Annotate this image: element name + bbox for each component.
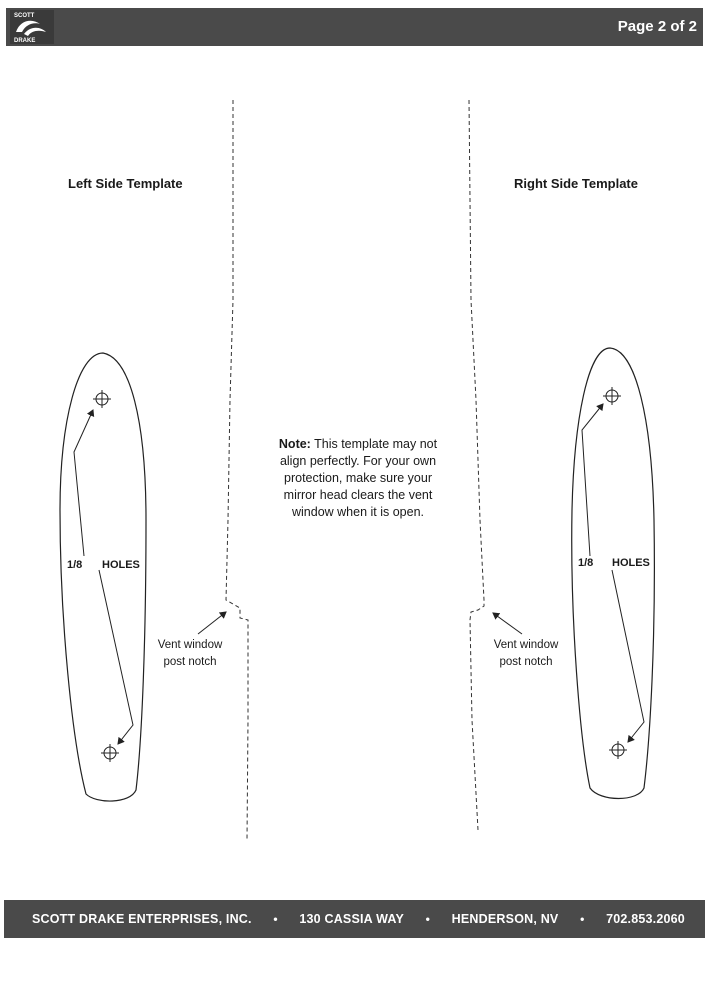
footer-company: SCOTT DRAKE ENTERPRISES, INC. [32, 912, 252, 926]
right-notch-callout: Vent window post notch [486, 637, 566, 671]
left-notch-arrow [197, 611, 227, 635]
left-holes-label: HOLES [102, 559, 140, 571]
right-holes-label: HOLES [612, 557, 650, 569]
left-callout-line2: post notch [163, 656, 217, 668]
alignment-note: Note: This template may not align perfec… [268, 436, 448, 521]
right-callout-line2: post notch [499, 656, 553, 668]
left-cut-line [225, 100, 249, 841]
left-callout-line1: Vent window [157, 639, 223, 651]
left-bottom-hole-icon [101, 744, 119, 762]
footer-separator: • [580, 912, 585, 926]
note-text: This template may not align perfectly. F… [279, 437, 438, 519]
right-bottom-hole-icon [609, 741, 627, 759]
left-bottom-leader-arrow [98, 569, 134, 745]
logo-text-top: SCOTT [14, 13, 35, 19]
right-hole-size: 1/8 [578, 557, 594, 569]
right-callout-line1: Vent window [493, 639, 559, 651]
right-notch-arrow [492, 612, 523, 635]
left-notch-callout: Vent window post notch [150, 637, 230, 671]
left-hole-size: 1/8 [67, 559, 83, 571]
footer-bar: SCOTT DRAKE ENTERPRISES, INC. • 130 CASS… [4, 900, 705, 938]
footer-separator: • [273, 912, 278, 926]
scott-drake-logo: SCOTT DRAKE [10, 10, 54, 44]
right-top-hole-icon [603, 387, 621, 405]
footer-separator: • [425, 912, 431, 926]
logo-text-bottom: DRAKE [14, 38, 35, 44]
note-label: Note: [278, 437, 311, 451]
header-bar: SCOTT DRAKE Page 2 of 2 [6, 8, 703, 46]
right-bottom-leader-arrow [611, 569, 645, 743]
left-top-leader-arrow [73, 409, 95, 557]
left-template-title: Left Side Template [68, 176, 183, 191]
right-cut-line [468, 99, 485, 831]
left-mirror-outline [59, 352, 147, 802]
right-mirror-outline [571, 347, 655, 799]
right-top-leader-arrow [581, 403, 604, 557]
page-number: Page 2 of 2 [617, 18, 697, 35]
left-top-hole-icon [93, 390, 111, 408]
footer-city: HENDERSON, NV [451, 912, 559, 926]
footer-address: 130 CASSIA WAY [299, 912, 405, 926]
footer-phone: 702.853.2060 [606, 912, 685, 926]
right-template-title: Right Side Template [514, 176, 638, 191]
